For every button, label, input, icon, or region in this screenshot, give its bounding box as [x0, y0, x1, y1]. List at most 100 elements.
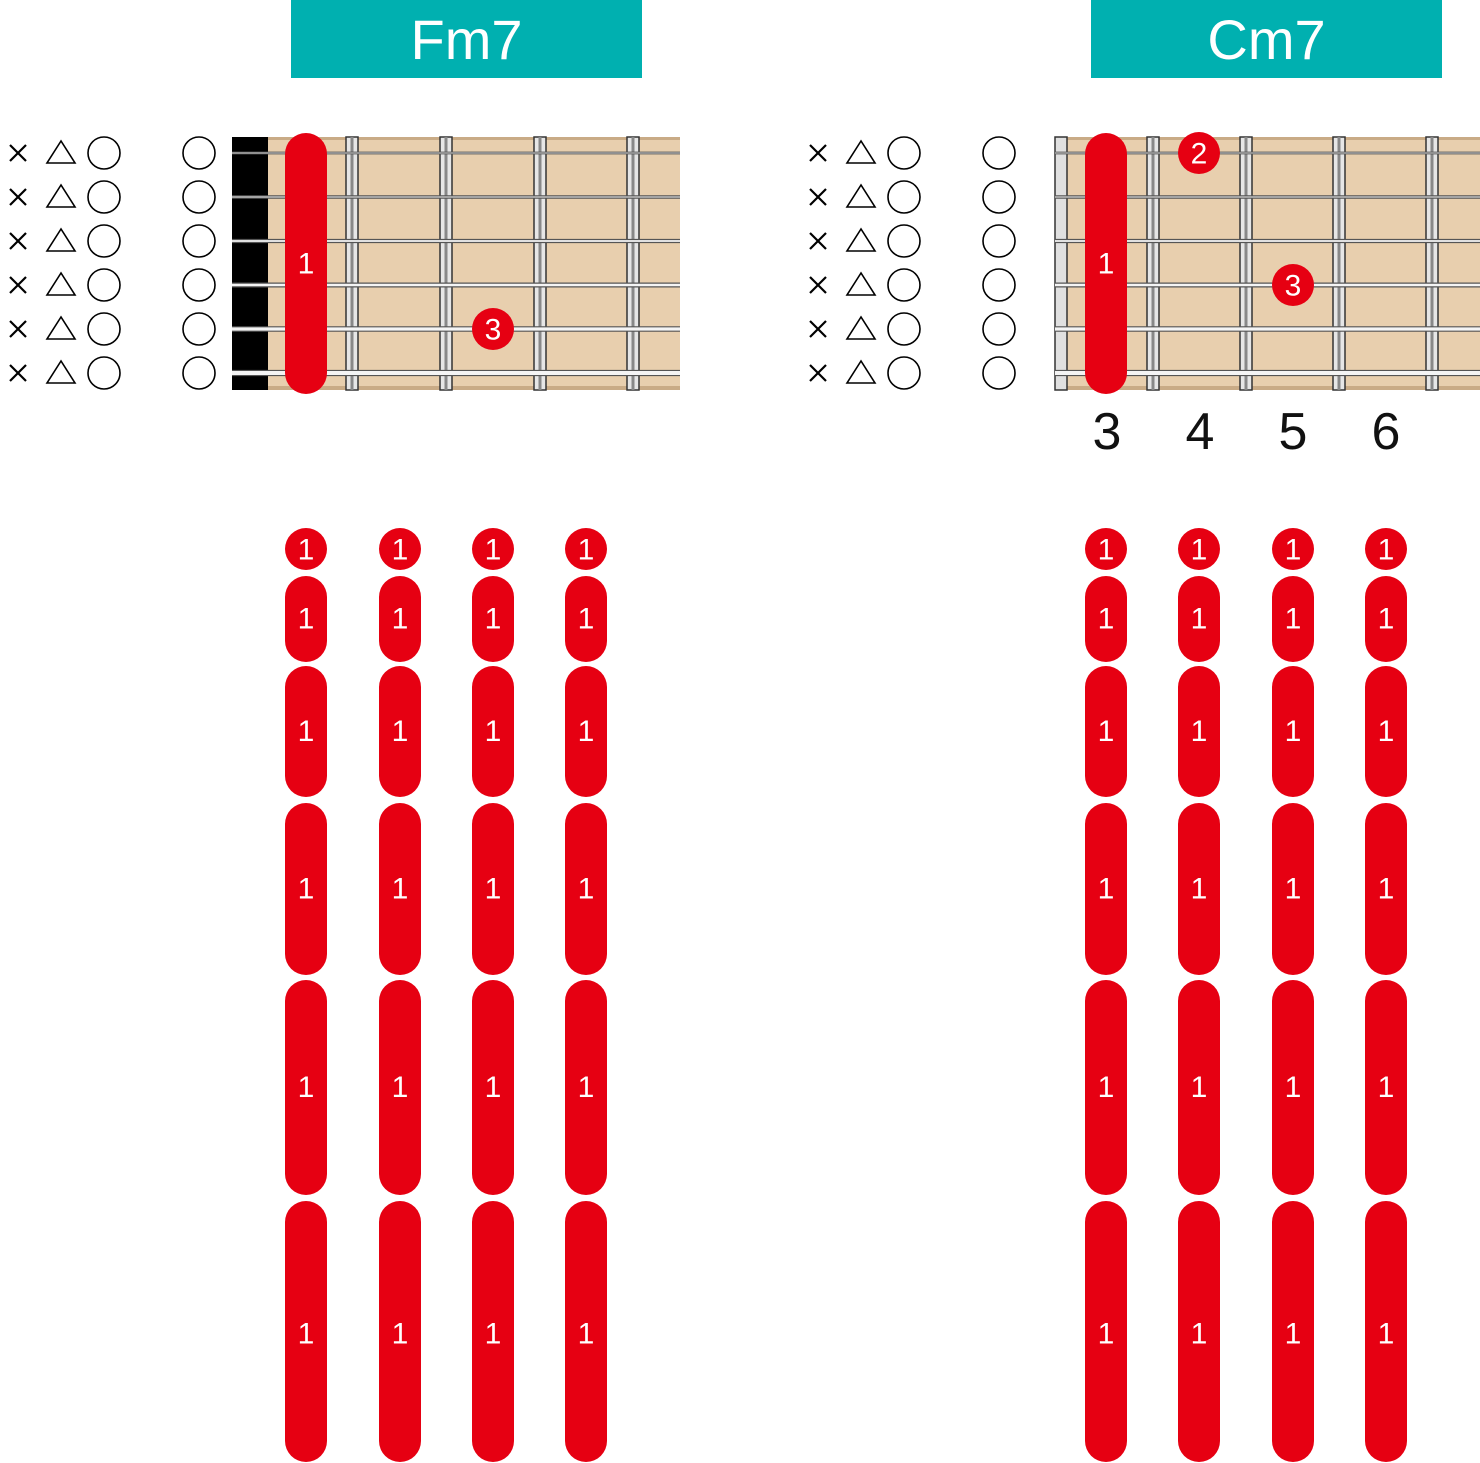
open-circle-icon — [887, 224, 921, 258]
finger-dot — [472, 528, 514, 570]
finger-capsule — [565, 666, 607, 797]
finger-capsule — [1178, 576, 1220, 662]
finger-capsule-label: 1 — [578, 715, 595, 748]
fret-wire-shade — [1337, 137, 1341, 390]
fret-wire-shade — [350, 137, 354, 390]
finger-capsule — [1365, 666, 1407, 797]
finger-capsule-label: 1 — [578, 603, 595, 636]
finger-dot-label: 1 — [578, 534, 595, 567]
finger-capsule-label: 1 — [578, 1318, 595, 1351]
triangle-icon — [45, 139, 77, 164]
barre-finger-label: 1 — [1098, 248, 1115, 281]
finger-capsule — [472, 666, 514, 797]
finger-dot-label: 1 — [1098, 534, 1115, 567]
finger-dot-label: 2 — [1191, 138, 1208, 171]
mute-x-icon — [809, 320, 827, 338]
fret-wire-shade — [1151, 137, 1155, 390]
finger-dot — [1085, 528, 1127, 570]
finger-capsule-label: 1 — [1285, 873, 1302, 906]
open-string-icon — [182, 224, 216, 258]
triangle-icon — [45, 359, 77, 384]
finger-capsule-label: 1 — [1378, 873, 1395, 906]
finger-capsule-label: 1 — [485, 715, 502, 748]
finger-capsule-label: 1 — [298, 603, 315, 636]
finger-capsule — [1085, 576, 1127, 662]
finger-capsule-label: 1 — [298, 1318, 315, 1351]
triangle-icon — [45, 227, 77, 252]
finger-dot-label: 1 — [1285, 534, 1302, 567]
finger-capsule — [379, 1201, 421, 1462]
triangle-icon — [845, 139, 877, 164]
triangle-icon — [845, 271, 877, 296]
finger-capsule-label: 1 — [1098, 873, 1115, 906]
mute-x-icon — [809, 364, 827, 382]
open-circle-icon — [87, 136, 121, 170]
fretboard-edge — [232, 386, 680, 390]
open-circle-icon — [87, 356, 121, 390]
finger-capsule — [379, 803, 421, 975]
finger-capsule — [1178, 980, 1220, 1195]
finger-capsule-label: 1 — [298, 873, 315, 906]
chord-title-fm7: Fm7 — [291, 0, 642, 78]
finger-capsule-label: 1 — [1378, 1318, 1395, 1351]
finger-capsule-label: 1 — [485, 603, 502, 636]
open-string-icon — [982, 136, 1016, 170]
finger-dot — [379, 528, 421, 570]
open-string-icon — [182, 268, 216, 302]
finger-capsule — [1085, 803, 1127, 975]
fret-wire — [1054, 136, 1068, 391]
mute-x-icon — [809, 188, 827, 206]
triangle-icon — [845, 183, 877, 208]
open-string-icon — [982, 224, 1016, 258]
finger-capsule — [285, 1201, 327, 1462]
finger-dot — [285, 528, 327, 570]
open-circle-icon — [887, 136, 921, 170]
open-string-icon — [182, 312, 216, 346]
triangle-icon — [845, 315, 877, 340]
finger-capsule-label: 1 — [298, 715, 315, 748]
triangle-icon — [45, 183, 77, 208]
triangle-icon — [45, 271, 77, 296]
fret-wire-shade — [538, 137, 542, 390]
finger-capsule-label: 1 — [392, 603, 409, 636]
finger-capsule — [1365, 803, 1407, 975]
open-circle-icon — [887, 356, 921, 390]
finger-capsule — [1272, 666, 1314, 797]
finger-capsule-label: 1 — [1098, 603, 1115, 636]
finger-dot — [472, 308, 514, 350]
open-circle-icon — [87, 268, 121, 302]
finger-capsule — [1272, 980, 1314, 1195]
open-string-icon — [182, 180, 216, 214]
finger-capsule — [379, 980, 421, 1195]
fret-wire-shade — [631, 137, 635, 390]
fretboard-edge — [1055, 386, 1480, 390]
finger-capsule-label: 1 — [392, 1318, 409, 1351]
fretboard-edge — [1055, 137, 1480, 140]
finger-dot-label: 1 — [485, 534, 502, 567]
finger-capsule-label: 1 — [1098, 715, 1115, 748]
finger-dot — [1272, 264, 1314, 306]
mute-x-icon — [9, 276, 27, 294]
finger-dot — [1365, 528, 1407, 570]
open-circle-icon — [887, 180, 921, 214]
finger-capsule — [1272, 576, 1314, 662]
barre-finger-label: 1 — [298, 248, 315, 281]
finger-dot-label: 3 — [485, 314, 502, 347]
finger-capsule-label: 1 — [1191, 873, 1208, 906]
barre-marker — [1085, 133, 1127, 394]
finger-capsule — [1085, 666, 1127, 797]
open-string-icon — [182, 136, 216, 170]
mute-x-icon — [809, 144, 827, 162]
finger-capsule — [1085, 980, 1127, 1195]
finger-capsule-label: 1 — [1285, 1318, 1302, 1351]
finger-dot-label: 1 — [392, 534, 409, 567]
finger-capsule-label: 1 — [1191, 603, 1208, 636]
mute-x-icon — [809, 276, 827, 294]
finger-capsule-label: 1 — [392, 1071, 409, 1104]
finger-capsule — [472, 803, 514, 975]
fret-wire-shade — [1244, 137, 1248, 390]
open-circle-icon — [87, 180, 121, 214]
open-circle-icon — [887, 268, 921, 302]
finger-capsule — [379, 576, 421, 662]
finger-capsule-label: 1 — [298, 1071, 315, 1104]
